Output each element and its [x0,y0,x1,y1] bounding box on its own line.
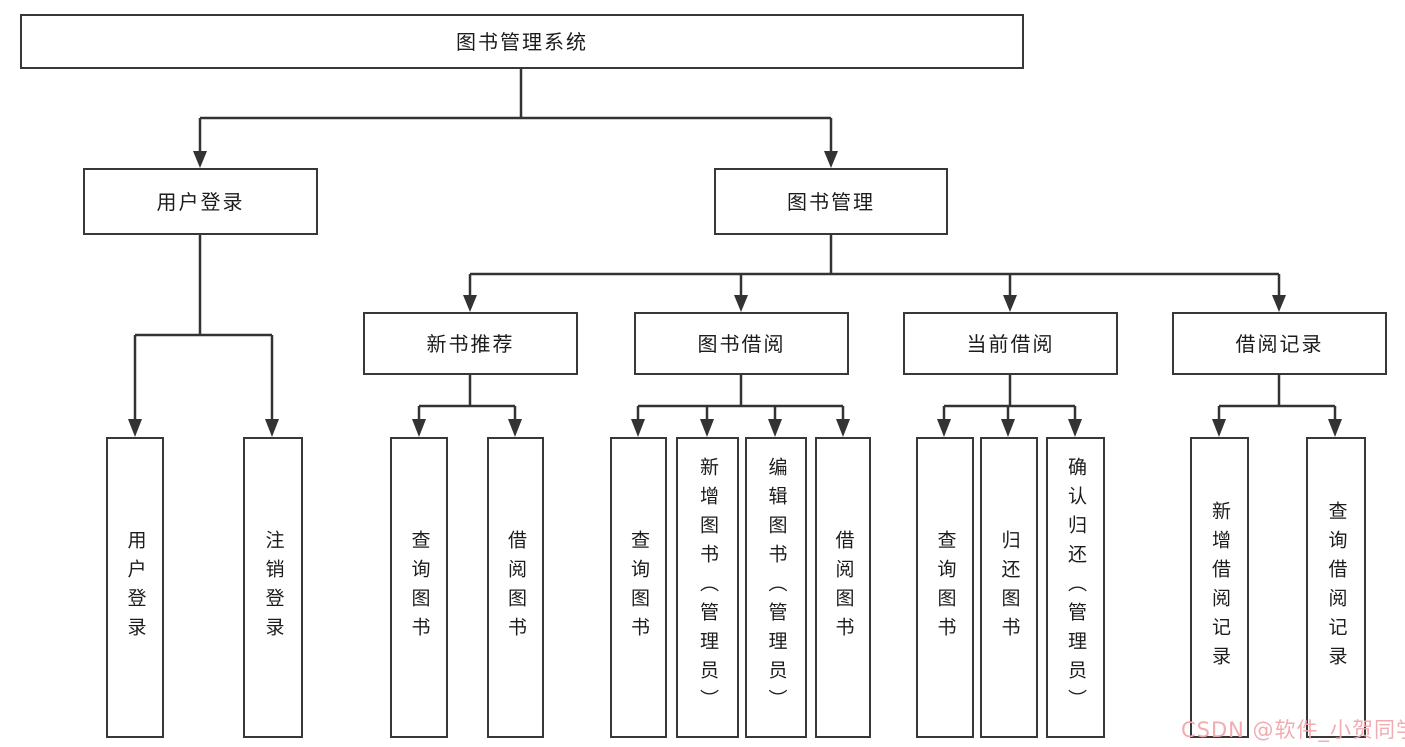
arrowhead [508,419,522,437]
leaf-borrowing-edit-books-admin-label: 编辑图书（管理员） [765,457,788,718]
leaf-current-return-books-label: 归还图书 [998,529,1021,646]
connector-current-borrowing [937,375,1082,437]
node-borrow-records-label: 借阅记录 [1235,331,1324,356]
leaf-current-query-books: 查询图书 [916,437,974,738]
leaf-logout-label: 注销登录 [262,529,285,646]
leaf-newbooks-query-books-label: 查询图书 [408,529,431,646]
arrowhead [734,295,748,312]
arrowhead [193,151,207,168]
arrowhead [1328,419,1342,437]
leaf-user-login-label: 用户登录 [124,529,147,646]
connector-borrow-records [1212,375,1342,437]
node-book-borrowing: 图书借阅 [634,312,849,375]
arrowhead [463,295,477,312]
node-user-login: 用户登录 [83,168,318,235]
leaf-borrowing-edit-books-admin: 编辑图书（管理员） [745,437,807,738]
arrowhead [412,419,426,437]
arrowhead [937,419,951,437]
leaf-current-confirm-return-admin: 确认归还（管理员） [1046,437,1105,738]
arrowhead [1003,295,1017,312]
arrowhead [824,151,838,168]
leaf-newbooks-borrow-books: 借阅图书 [487,437,544,738]
csdn-watermark: CSDN @软件_小贺同学 [1181,718,1405,742]
connector-book-management [463,235,1286,312]
connector-root [193,69,838,168]
arrowhead [265,419,279,437]
node-current-borrowing-label: 当前借阅 [966,331,1055,356]
leaf-newbooks-borrow-books-label: 借阅图书 [505,529,527,646]
connector-book-borrowing [631,375,850,437]
arrowhead [1001,419,1015,437]
leaf-user-login: 用户登录 [106,437,164,738]
leaf-borrowing-add-books-admin-label: 新增图书（管理员） [697,457,719,718]
leaf-borrowing-query-books-label: 查询图书 [628,529,650,646]
leaf-current-return-books: 归还图书 [980,437,1038,738]
leaf-logout: 注销登录 [243,437,303,738]
node-user-login-label: 用户登录 [156,189,245,214]
arrowhead [128,419,142,437]
node-book-management-label: 图书管理 [787,189,875,214]
node-current-borrowing: 当前借阅 [903,312,1118,375]
node-new-book-recommend: 新书推荐 [363,312,578,375]
leaf-records-add-record-label: 新增借阅记录 [1209,500,1231,675]
leaf-current-confirm-return-admin-label: 确认归还（管理员） [1065,457,1087,718]
leaf-borrowing-borrow-books: 借阅图书 [815,437,871,738]
node-library-management-system: 图书管理系统 [20,14,1024,69]
connector-new-books [412,375,522,437]
arrowhead [768,419,782,437]
node-new-book-recommend-label: 新书推荐 [426,331,515,356]
leaf-records-query-record-label: 查询借阅记录 [1325,500,1348,675]
node-book-management: 图书管理 [714,168,948,235]
arrowhead [1212,419,1226,437]
arrowhead [631,419,645,437]
leaf-current-query-books-label: 查询图书 [934,529,957,646]
arrowhead [836,419,850,437]
leaf-records-add-record: 新增借阅记录 [1190,437,1249,738]
node-library-management-system-label: 图书管理系统 [456,29,588,54]
arrowhead [1272,295,1286,312]
leaf-records-query-record: 查询借阅记录 [1306,437,1366,738]
leaf-borrowing-query-books: 查询图书 [610,437,667,738]
node-borrow-records: 借阅记录 [1172,312,1387,375]
leaf-borrowing-add-books-admin: 新增图书（管理员） [676,437,739,738]
arrowhead [1068,419,1082,437]
connector-user-login [128,235,279,437]
leaf-borrowing-borrow-books-label: 借阅图书 [832,529,855,646]
node-book-borrowing-label: 图书借阅 [697,331,786,356]
arrowhead [700,419,714,437]
leaf-newbooks-query-books: 查询图书 [390,437,448,738]
